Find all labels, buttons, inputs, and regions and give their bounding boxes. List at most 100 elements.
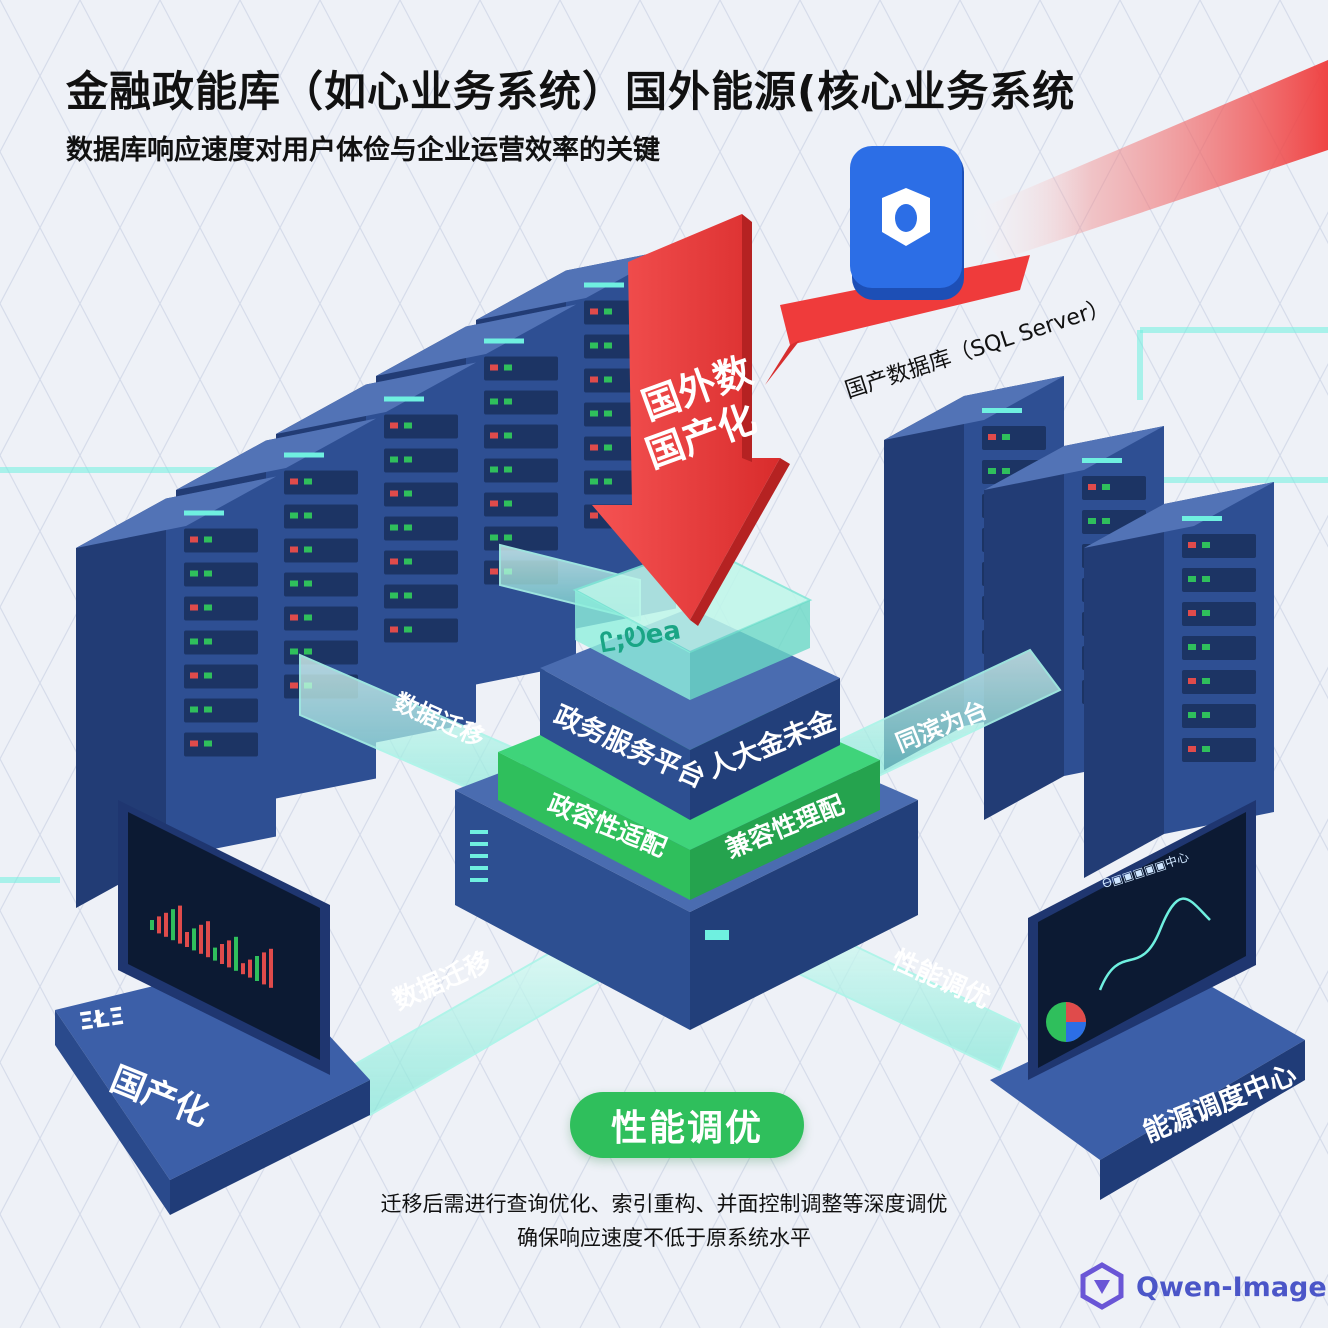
tier-green-right (690, 760, 880, 900)
status-led (404, 524, 412, 531)
candle-bar (241, 963, 245, 975)
status-led (190, 740, 198, 747)
status-led (490, 500, 498, 507)
rack-top (76, 476, 276, 548)
rack-indicator (284, 452, 324, 458)
right-rack-3 (1084, 482, 1274, 878)
candle-bar (255, 956, 259, 981)
rack-indicator (184, 510, 224, 516)
pie-slice (1066, 1002, 1086, 1022)
status-led (404, 626, 412, 633)
status-led (504, 466, 512, 473)
rack-top (1084, 482, 1274, 548)
status-led (1188, 678, 1196, 684)
tier-blue-right (690, 678, 840, 820)
left-station-badge: ΞŁΞ (77, 1002, 126, 1036)
left-monitor-screen (128, 812, 320, 1060)
candle-bar (171, 909, 175, 941)
status-led (590, 444, 598, 451)
candle-bar (192, 928, 196, 951)
rack-side (1084, 504, 1164, 878)
status-led (504, 398, 512, 405)
status-led (1202, 542, 1210, 548)
status-led (1202, 644, 1210, 650)
status-led (404, 558, 412, 565)
status-led (304, 580, 312, 587)
status-led (590, 478, 598, 485)
status-led (204, 536, 212, 543)
rack-side (76, 498, 166, 908)
grid-line (0, 0, 401, 761)
drive-bay (284, 504, 358, 529)
vent-slot (470, 842, 488, 846)
status-led (190, 638, 198, 645)
drive-bay (184, 732, 258, 757)
status-led (1202, 746, 1210, 752)
candle-bar (269, 948, 273, 988)
vent-slot (470, 878, 488, 882)
drive-bay (1182, 602, 1256, 626)
status-led (1102, 484, 1110, 490)
rack-top (476, 248, 676, 320)
status-led (1102, 518, 1110, 524)
candle-bar (234, 936, 238, 971)
grid-line (0, 1061, 141, 1328)
status-light (705, 930, 729, 940)
status-led (604, 342, 612, 349)
drive-bay (484, 458, 558, 483)
base-right (690, 800, 918, 1030)
database-icon (850, 146, 964, 300)
status-led (604, 444, 612, 451)
status-led (290, 682, 298, 689)
drive-bay (1182, 568, 1256, 592)
status-led (204, 570, 212, 577)
rack-indicator (1082, 458, 1122, 463)
grid-line (1119, 0, 1328, 396)
left-rack-5 (76, 476, 276, 908)
status-led (490, 364, 498, 371)
drive-bay (384, 482, 458, 507)
drive-bay (184, 630, 258, 655)
status-led (1188, 576, 1196, 582)
status-led (1202, 712, 1210, 718)
drive-bay (484, 424, 558, 449)
status-led (404, 456, 412, 463)
vent-slot (470, 854, 488, 858)
candle-bar (199, 924, 203, 954)
candle-bar (157, 916, 161, 934)
status-led (390, 626, 398, 633)
caption-line-2: 确保响应速度不低于原系统水平 (517, 1226, 811, 1250)
rack-side (984, 446, 1064, 820)
vent-slot (470, 830, 488, 834)
status-led (1202, 678, 1210, 684)
drive-bay (484, 390, 558, 415)
grid-line (1199, 0, 1328, 245)
candle-bar (206, 921, 210, 958)
drive-bay (184, 528, 258, 553)
status-led (204, 740, 212, 747)
rack-top (376, 304, 576, 376)
drive-bay (384, 414, 458, 439)
red-beam (965, 60, 1328, 260)
status-led (290, 512, 298, 519)
page-title: 金融政能库（如心业务系统）国外能源(核心业务系统 (66, 67, 1076, 116)
status-led (1088, 518, 1096, 524)
rack-indicator (982, 408, 1022, 413)
drive-bay (384, 448, 458, 473)
page-subtitle: 数据库响应速度对用户体俭与企业运营效率的关键 (66, 135, 660, 166)
candle-bar (185, 932, 189, 947)
grid-line (0, 0, 321, 609)
drive-bay (1182, 534, 1256, 558)
grid-line (1039, 0, 1328, 548)
status-led (304, 512, 312, 519)
status-led (190, 570, 198, 577)
rack-top (276, 362, 476, 434)
status-led (404, 422, 412, 429)
status-led (404, 592, 412, 599)
status-led (204, 604, 212, 611)
status-led (604, 376, 612, 383)
grid-line (1299, 1273, 1328, 1328)
drive-bay (484, 492, 558, 517)
performance-tuning-badge: 性能调优 (570, 1092, 804, 1158)
